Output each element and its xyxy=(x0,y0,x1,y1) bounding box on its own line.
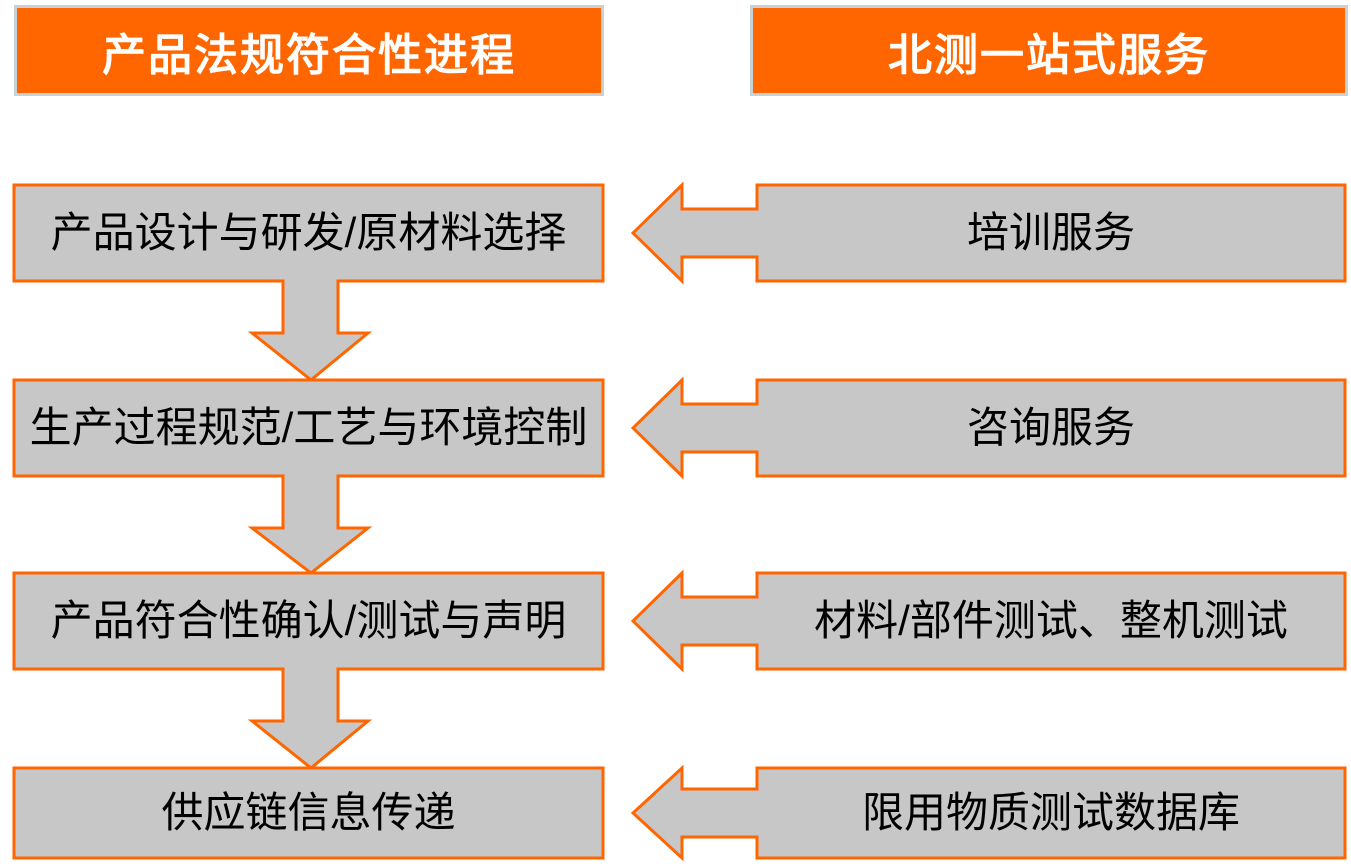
process-flow-chain-shape xyxy=(12,183,605,860)
service-label-4: 限用物质测试数据库 xyxy=(861,789,1240,836)
service-label-2: 咨询服务 xyxy=(966,404,1135,451)
service-arrow-box-shape-3 xyxy=(630,569,1347,673)
service-arrow-box-shape-2 xyxy=(630,376,1347,480)
process-step-label-4: 供应链信息传递 xyxy=(161,789,456,836)
service-label-1: 培训服务 xyxy=(966,209,1135,256)
services-column-header: 北测一站式服务 xyxy=(750,5,1348,96)
service-arrow-box-shape-4 xyxy=(630,764,1347,862)
service-arrow-box-shape-1 xyxy=(630,181,1347,285)
process-step-label-1: 产品设计与研发/原材料选择 xyxy=(50,209,567,256)
process-column-header: 产品法规符合性进程 xyxy=(14,5,604,96)
process-step-label-3: 产品符合性确认/测试与声明 xyxy=(50,597,567,644)
process-step-label-2: 生产过程规范/工艺与环境控制 xyxy=(29,404,588,451)
service-label-3: 材料/部件测试、整机测试 xyxy=(814,597,1288,644)
